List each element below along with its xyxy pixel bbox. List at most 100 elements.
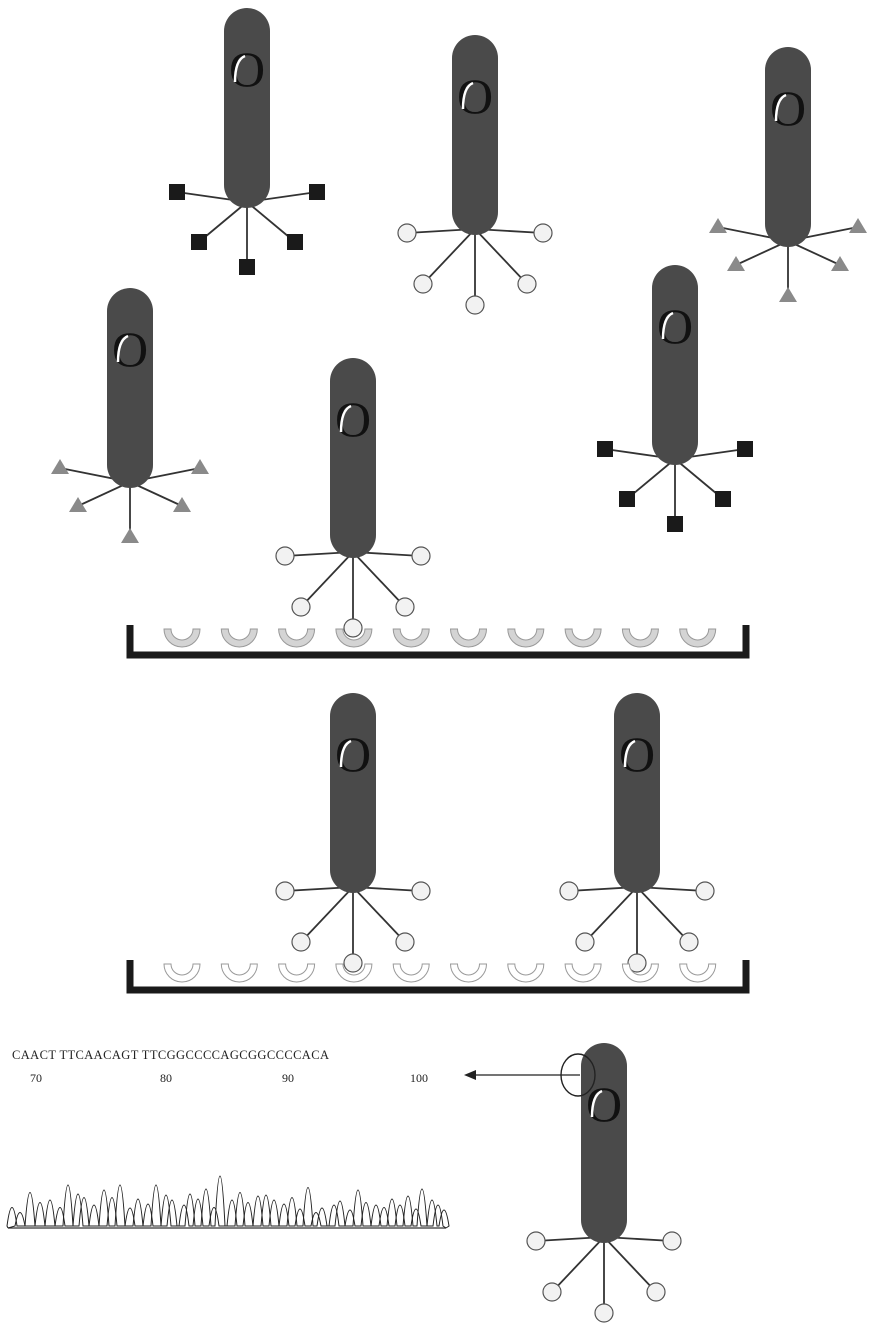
- circle-ligand: [647, 1283, 665, 1301]
- phage-free-square-1: O: [169, 8, 325, 275]
- triangle-ligand: [709, 218, 727, 233]
- receptor-well: [622, 629, 658, 647]
- receptor-well: [279, 629, 315, 647]
- circle-ligand: [543, 1283, 561, 1301]
- position-label-80: 80: [160, 1071, 172, 1085]
- phage-bound-circle-1: O: [276, 358, 430, 637]
- square-ligand: [667, 516, 683, 532]
- receptor-well: [393, 629, 429, 647]
- chromatogram-trace-secondary: [8, 1194, 449, 1228]
- receptor-well: [565, 629, 601, 647]
- circle-ligand: [276, 547, 294, 565]
- circle-ligand: [344, 954, 362, 972]
- phage-free-square-2: O: [597, 265, 753, 532]
- triangle-ligand: [51, 459, 69, 474]
- receptor-well: [508, 629, 544, 647]
- tail-fiber: [475, 229, 527, 284]
- receptor-well: [221, 964, 257, 982]
- triangle-ligand: [191, 459, 209, 474]
- phage-capsid: [614, 693, 660, 893]
- triangle-ligand: [727, 256, 745, 271]
- circle-ligand: [466, 296, 484, 314]
- tail-fiber: [585, 887, 637, 942]
- genome-marker: O: [229, 41, 265, 97]
- tail-fiber: [301, 552, 353, 607]
- tail-fibers: [285, 552, 421, 628]
- genome-marker: O: [457, 68, 493, 124]
- tail-fibers: [536, 1237, 672, 1313]
- tail-fibers: [407, 229, 543, 305]
- circle-ligand: [412, 882, 430, 900]
- dna-sequence-text: CAACT TTCAACAGT TTCGGCCCCAGCGGCCCCACA: [12, 1048, 329, 1062]
- receptor-well: [451, 964, 487, 982]
- circle-ligand: [414, 275, 432, 293]
- receptor-well: [565, 964, 601, 982]
- circle-ligand: [663, 1232, 681, 1250]
- triangle-ligand: [173, 497, 191, 512]
- arrow-left-icon: [464, 1070, 580, 1080]
- genome-marker: O: [335, 726, 371, 782]
- genome-marker: O: [657, 298, 693, 354]
- genome-marker: O: [619, 726, 655, 782]
- phage-eluted-circle-2: O: [560, 693, 714, 972]
- phage-capsid: [452, 35, 498, 235]
- receptor-well: [393, 964, 429, 982]
- tail-fibers: [285, 887, 421, 963]
- square-ligand: [619, 491, 635, 507]
- receptor-well: [508, 964, 544, 982]
- square-ligand: [239, 259, 255, 275]
- phage-capsid: [581, 1043, 627, 1243]
- phage-eluted-circle-1: O: [276, 693, 430, 972]
- phage-sequenced-circle: O: [527, 1043, 681, 1322]
- square-ligand: [737, 441, 753, 457]
- square-ligand: [191, 234, 207, 250]
- triangle-ligand: [69, 497, 87, 512]
- receptor-well: [164, 629, 200, 647]
- phage-capsid: [330, 693, 376, 893]
- triangle-ligand: [831, 256, 849, 271]
- tail-fiber: [552, 1237, 604, 1292]
- tail-fiber: [423, 229, 475, 284]
- phage-capsid: [107, 288, 153, 488]
- circle-ligand: [276, 882, 294, 900]
- phage-capsid: [765, 47, 811, 247]
- sequencing-panel: CAACT TTCAACAGT TTCGGCCCCAGCGGCCCCACA 70…: [7, 1048, 580, 1228]
- tail-fiber: [604, 1237, 656, 1292]
- phage-capsid: [224, 8, 270, 208]
- circle-ligand: [696, 882, 714, 900]
- binding-plate: [130, 625, 746, 655]
- square-ligand: [715, 491, 731, 507]
- position-label-90: 90: [282, 1071, 294, 1085]
- triangle-ligand: [849, 218, 867, 233]
- receptor-well: [279, 964, 315, 982]
- circle-ligand: [398, 224, 416, 242]
- circle-ligand: [534, 224, 552, 242]
- square-ligand: [309, 184, 325, 200]
- genome-marker: O: [586, 1076, 622, 1132]
- circle-ligand: [292, 933, 310, 951]
- genome-marker: O: [112, 321, 148, 377]
- position-label-70: 70: [30, 1071, 42, 1085]
- square-ligand: [169, 184, 185, 200]
- phage-capsid: [652, 265, 698, 465]
- circle-ligand: [595, 1304, 613, 1322]
- receptor-well: [164, 964, 200, 982]
- circle-ligand: [527, 1232, 545, 1250]
- square-ligand: [597, 441, 613, 457]
- tail-fiber: [353, 552, 405, 607]
- circle-ligand: [680, 933, 698, 951]
- phage-free-triangle-2: O: [51, 288, 209, 543]
- circle-ligand: [518, 275, 536, 293]
- genome-marker: O: [335, 391, 371, 447]
- washed-plate: [130, 960, 746, 990]
- chromatogram-trace: [7, 1176, 449, 1228]
- phage-free-triangle-1: O: [709, 47, 867, 302]
- phage-free-circle-1: O: [398, 35, 552, 314]
- circle-ligand: [412, 547, 430, 565]
- receptor-well: [221, 629, 257, 647]
- tail-fiber: [301, 887, 353, 942]
- position-label-100: 100: [410, 1071, 428, 1085]
- circle-ligand: [292, 598, 310, 616]
